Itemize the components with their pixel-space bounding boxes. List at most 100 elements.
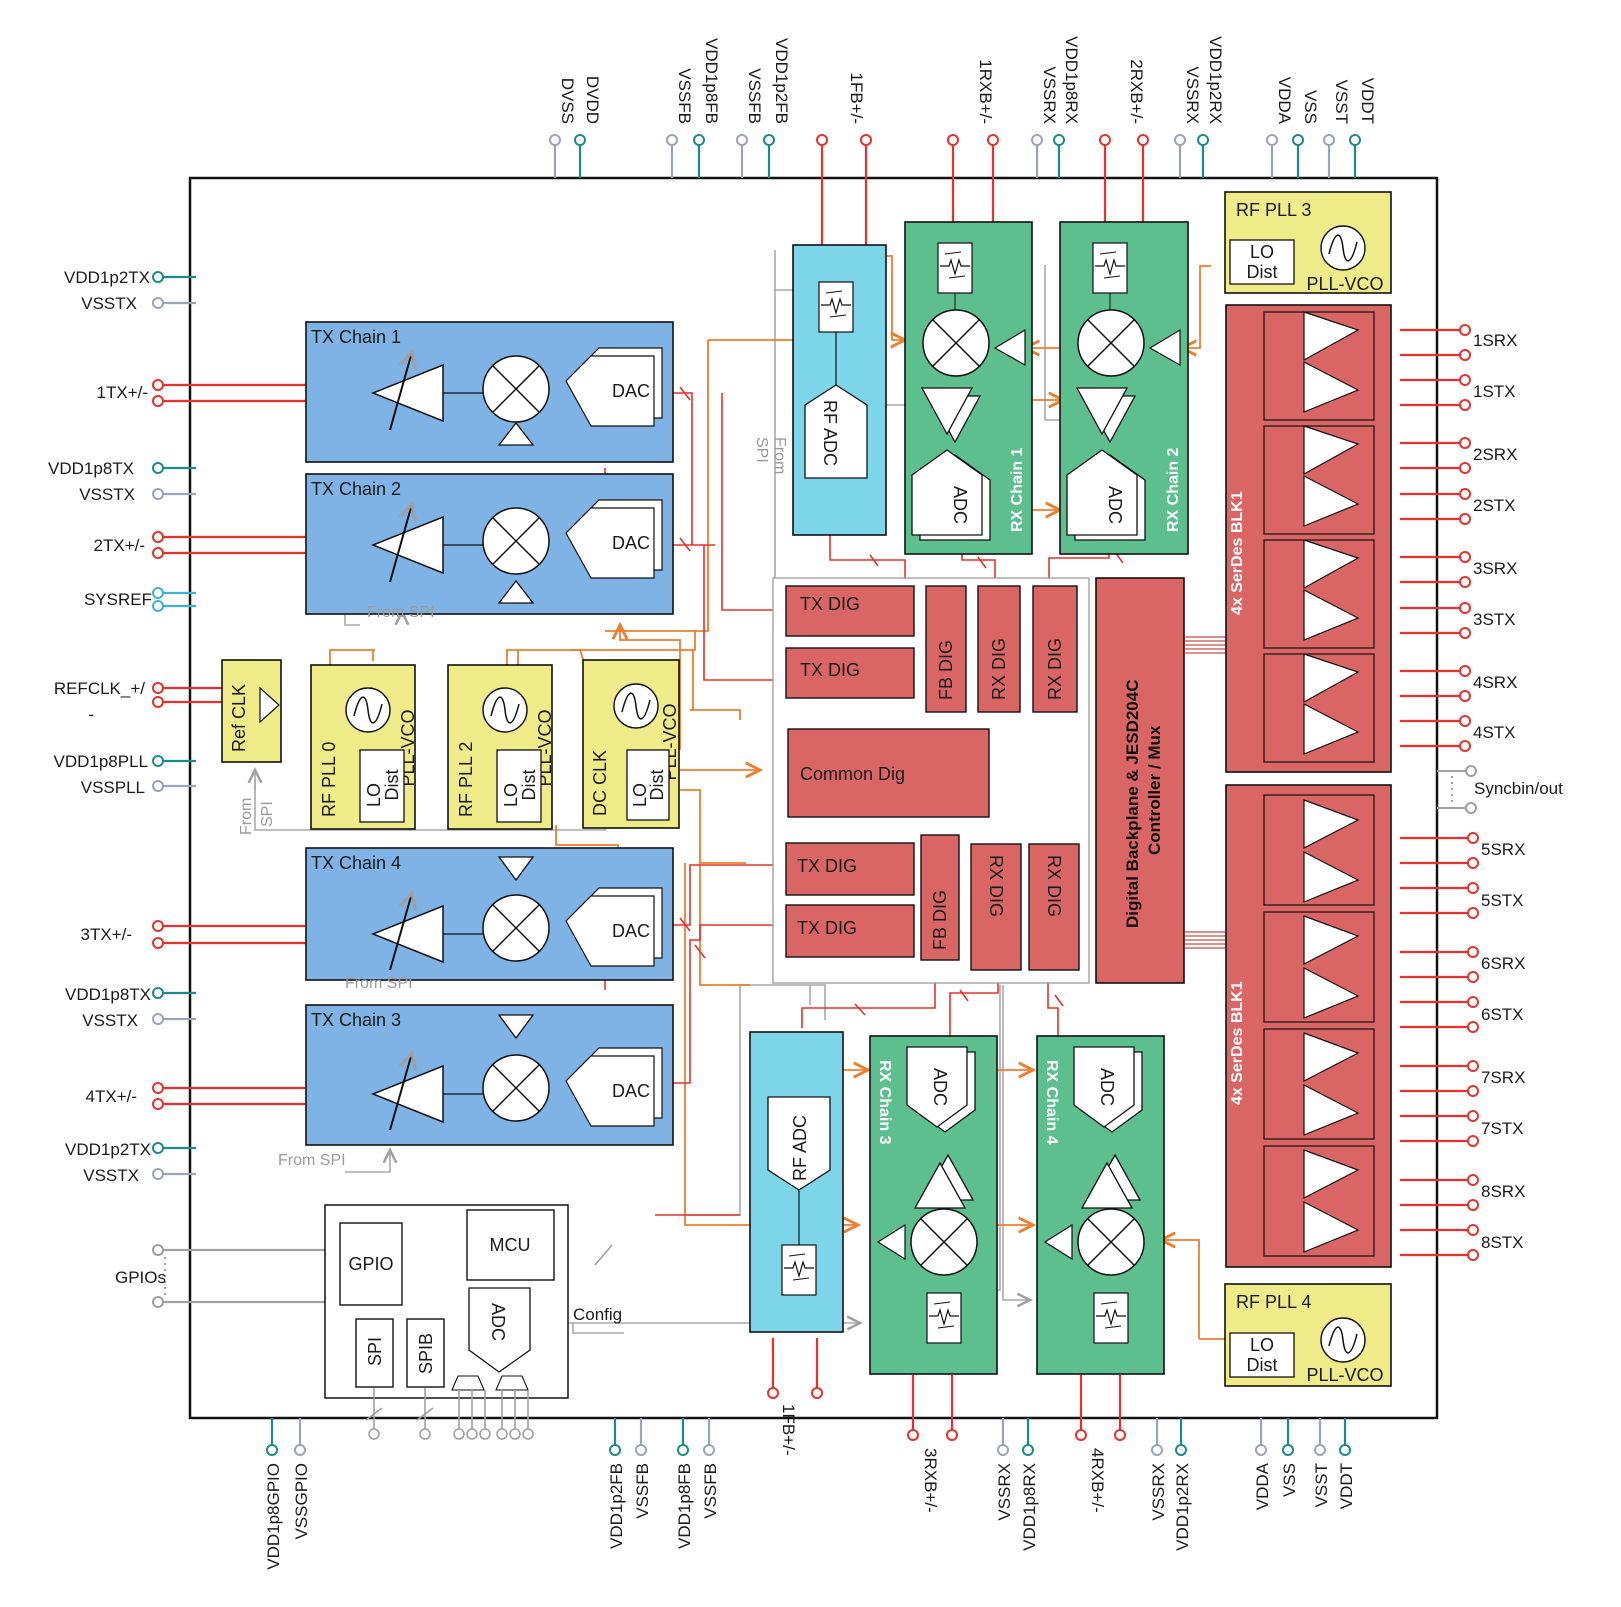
digital-blocks: TX DIG TX DIG FB DIG RX DIG RX DIG Commo…	[785, 585, 1080, 971]
serdes-label-1: 4x SerDes BLK1	[1229, 491, 1246, 615]
pin-vddt-top: VDDT	[1358, 78, 1377, 124]
rf-pll-4-block: RF PLL 4 LO Dist PLL-VCO	[1224, 1283, 1392, 1387]
lo-label-dc: LO	[630, 783, 650, 807]
pin-vsst-top: VSST	[1332, 80, 1351, 124]
pin-vdd1p8rx-bottom: VDD1p8RX	[1020, 1463, 1039, 1551]
rf-pll-0-block: RF PLL 0 PLL-VCO LO Dist	[310, 664, 418, 830]
dc-clk-label: DC CLK	[590, 750, 610, 816]
pin-3srx: 3SRX	[1473, 559, 1517, 578]
pin-vssfb-bottom-2: VSSFB	[701, 1463, 720, 1519]
red-links	[604, 392, 1110, 1216]
backplane-label-2: Controller / Mux	[1145, 725, 1164, 855]
pin-vdd1p2tx-b: VDD1p2TX	[65, 1140, 151, 1159]
pin-refclk-a: REFCLK_+/	[54, 679, 145, 698]
pin-vsstx-a: VSSTX	[81, 294, 137, 313]
tx-dig-3: TX DIG	[797, 856, 857, 876]
pin-vss-top: VSS	[1301, 90, 1320, 124]
rf-pll-3-label: RF PLL 3	[1236, 200, 1311, 220]
fb-rf-adc-bottom: RF ADC	[749, 1031, 844, 1333]
pin-vsstx-c: VSSTX	[82, 1011, 138, 1030]
tx-chain-3-title: TX Chain 3	[311, 1010, 401, 1030]
rf-pll-2-block: RF PLL 2 PLL-VCO LO Dist	[447, 664, 555, 830]
rx-chain-2: ADC RX Chain 2	[1059, 221, 1189, 555]
digital-backplane: Digital Backplane & JESD204C Controller …	[1095, 577, 1226, 984]
lo-label-4: LO	[1250, 1335, 1274, 1355]
ref-clk-label: Ref CLK	[229, 684, 249, 752]
spib-label: SPIB	[416, 1333, 436, 1374]
pin-2srx: 2SRX	[1473, 445, 1517, 464]
rf-pll-2-label: RF PLL 2	[456, 742, 476, 817]
dist-label-dc: Dist	[647, 770, 667, 801]
pin-vdd1p2rx-top: VDD1p2RX	[1206, 36, 1225, 124]
pin-vdd1p2fb-bottom: VDD1p2FB	[607, 1463, 626, 1549]
dac-label-1: DAC	[612, 381, 650, 401]
rx-dig-top-1: RX DIG	[989, 638, 1009, 700]
spi-note-vertical: SPI	[753, 437, 770, 463]
pin-syncbin-out: Syncbin/out	[1474, 779, 1563, 798]
pin-vdd1p8rx-top: VDD1p8RX	[1062, 36, 1081, 124]
bottom-pin-stubs	[266, 1338, 1351, 1456]
fb-dig-top: FB DIG	[936, 640, 956, 700]
pin-tx3: 3TX+/-	[81, 925, 133, 944]
rx-chain-4-label: RX Chain 4	[1043, 1060, 1060, 1145]
rx-dig-top-2: RX DIG	[1045, 638, 1065, 700]
pin-tx2: 2TX+/-	[94, 536, 146, 555]
lo-label-2: LO	[501, 783, 521, 807]
pin-vssrx-top-2: VSSRX	[1183, 66, 1202, 124]
pin-vssrx-bottom-2: VSSRX	[1149, 1463, 1168, 1521]
from-spi-note-1: From SPI	[367, 604, 435, 621]
pin-dvdd-top: DVDD	[583, 76, 602, 124]
tx-chain-2: TX Chain 2 DAC	[305, 473, 674, 615]
spi-label: SPI	[365, 1337, 385, 1366]
pin-vdd1p8fb-top: VDD1p8FB	[702, 38, 721, 124]
pin-4stx: 4STX	[1473, 723, 1516, 742]
from-spi-note-3: From SPI	[278, 1152, 346, 1169]
rf-pll-4-label: RF PLL 4	[1236, 1292, 1311, 1312]
sync-pins	[1437, 765, 1477, 814]
pin-7srx: 7SRX	[1481, 1068, 1525, 1087]
right-pin-labels: 1SRX 1STX 2SRX 2STX 3SRX 3STX 4SRX 4STX …	[1473, 331, 1563, 1252]
mcu-label: MCU	[490, 1235, 531, 1255]
from-note-left: From	[238, 798, 255, 835]
pin-tx1: 1TX+/-	[97, 383, 149, 402]
ref-clk-block: Ref CLK	[221, 659, 282, 763]
rf-adc-bottom-label: RF ADC	[790, 1115, 810, 1181]
adc-label-rx1: ADC	[950, 486, 970, 524]
pin-vdd1p8fb-bottom: VDD1p8FB	[675, 1463, 694, 1549]
pin-vssgpio: VSSGPIO	[292, 1463, 311, 1540]
rx-chain-1-label: RX Chain 1	[1009, 447, 1026, 532]
pin-vdd1p8pll: VDD1p8PLL	[53, 752, 148, 771]
backplane-label-1: Digital Backplane & JESD204C	[1123, 680, 1142, 928]
dac-label-4: DAC	[612, 921, 650, 941]
dac-label-3: DAC	[612, 1081, 650, 1101]
pin-vdd1p8tx-b: VDD1p8TX	[65, 985, 151, 1004]
tx-chain-1: TX Chain 1 DAC	[305, 321, 674, 463]
pin-dvss-top: DVSS	[558, 78, 577, 124]
rx-chain-4: RX Chain 4 ADC	[1036, 1035, 1165, 1375]
adc-label-rx3: ADC	[930, 1068, 950, 1106]
pin-vsst-bottom: VSST	[1312, 1463, 1331, 1507]
pin-rxb2-top: 2RXB+/-	[1127, 59, 1146, 124]
serdes-label-2: 4x SerDes BLK1	[1229, 981, 1246, 1105]
pin-2stx: 2STX	[1473, 496, 1516, 515]
adc-label-control: ADC	[488, 1303, 508, 1341]
pin-vssrx-bottom-1: VSSRX	[995, 1463, 1014, 1521]
left-pin-labels: VDD1p2TX VSSTX 1TX+/- VDD1p8TX VSSTX 2TX…	[48, 268, 166, 1287]
pin-3stx: 3STX	[1473, 610, 1516, 629]
dac-label-2: DAC	[612, 533, 650, 553]
adc-label-rx4: ADC	[1097, 1068, 1117, 1106]
pin-vdd1p8gpio: VDD1p8GPIO	[264, 1463, 283, 1570]
control-lines	[255, 250, 1060, 1334]
pin-vdda-top: VDDA	[1275, 77, 1294, 125]
rx-chain-3: RX Chain 3 ADC	[869, 1035, 998, 1375]
right-pin-stubs	[1400, 324, 1479, 1261]
gpio-label: GPIO	[348, 1254, 393, 1274]
pin-5srx: 5SRX	[1481, 840, 1525, 859]
from-note-vertical: From	[771, 437, 788, 474]
pin-vdd1p8tx-a: VDD1p8TX	[48, 459, 134, 478]
rf-pll-3-block: RF PLL 3 LO Dist PLL-VCO	[1224, 191, 1392, 294]
tx-chain-4: TX Chain 4 DAC	[305, 847, 674, 981]
rx-dig-bottom-2: RX DIG	[1044, 855, 1064, 917]
rx-chain-1: ADC RX Chain 1	[904, 221, 1033, 555]
